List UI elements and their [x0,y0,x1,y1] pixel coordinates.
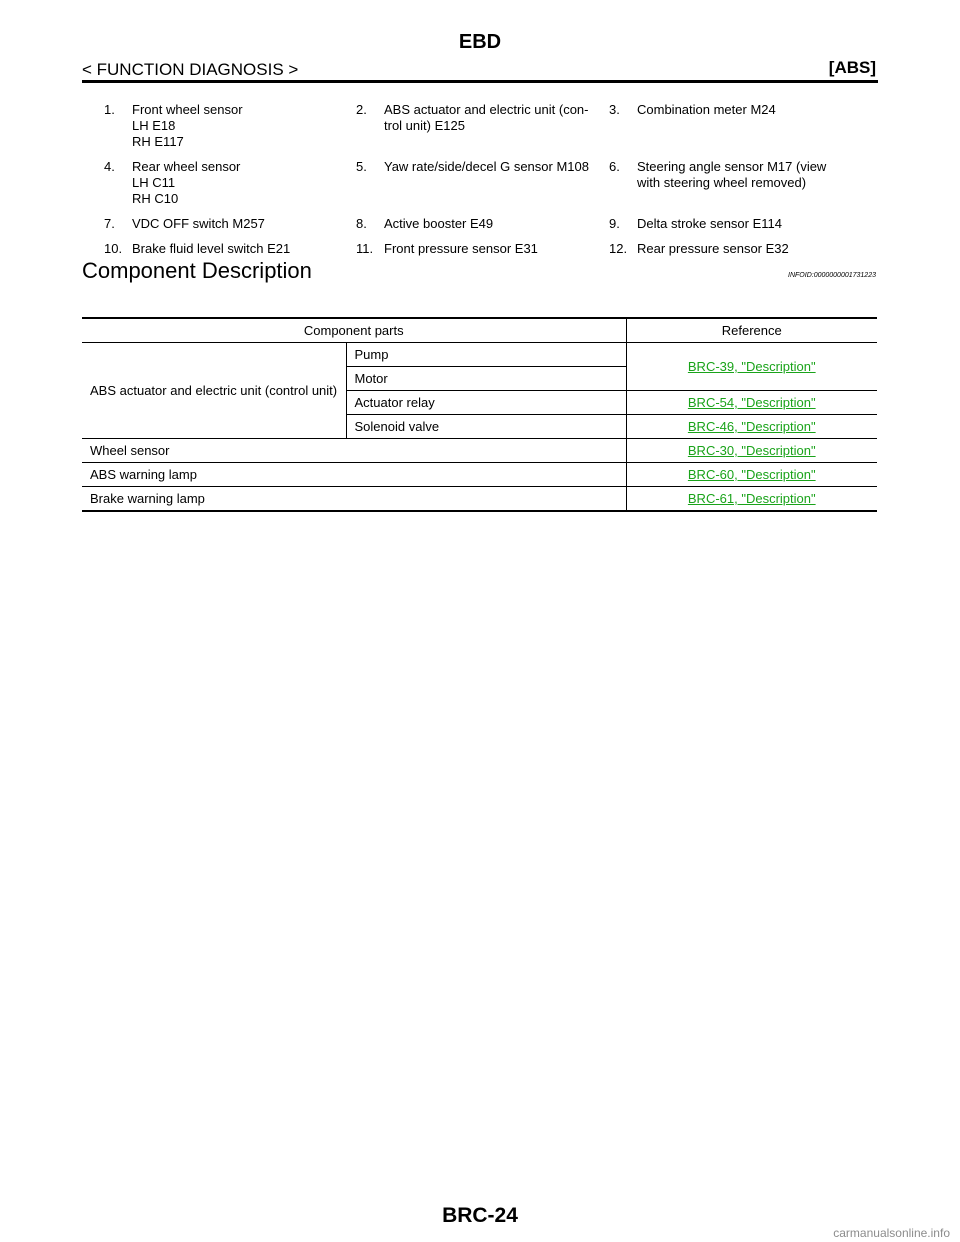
legend-text: Steering angle sensor M17 (view with ste… [637,159,860,207]
legend-item: 8. Active booster E49 [356,216,609,232]
legend-line: Delta stroke sensor E114 [637,216,782,231]
legend-number: 3. [609,102,620,117]
legend-text: Rear pressure sensor E32 [637,241,860,257]
legend-text: Active booster E49 [384,216,609,232]
legend-text: ABS actuator and electric unit (con- tro… [384,102,609,150]
legend-item: 7. VDC OFF switch M257 [104,216,356,232]
legend-line: with steering wheel removed) [637,175,807,190]
legend-text: Rear wheel sensor LH C11 RH C10 [132,159,356,207]
legend-text: Front wheel sensor LH E18 RH E117 [132,102,356,150]
legend-item: 10. Brake fluid level switch E21 [104,241,356,257]
legend-number: 10. [104,241,123,256]
part-cell: ABS warning lamp [82,462,627,487]
reference-link[interactable]: BRC-54, "Description" [687,395,816,410]
legend-line: LH E18 [132,118,176,133]
reference-link[interactable]: BRC-30, "Description" [687,443,816,458]
legend-item: 2. ABS actuator and electric unit (con- … [356,102,609,150]
legend-text: Front pressure sensor E31 [384,241,609,257]
legend-item: 4. Rear wheel sensor LH C11 RH C10 [104,159,356,207]
legend-number: 6. [609,159,620,174]
legend-line: LH C11 [132,175,176,190]
legend-item: 11. Front pressure sensor E31 [356,241,609,257]
legend-line: Yaw rate/side/decel G sensor M108 [384,159,589,174]
component-legend: 1. Front wheel sensor LH E18 RH E117 2. … [104,102,860,266]
legend-item: 1. Front wheel sensor LH E18 RH E117 [104,102,356,150]
page-number: BRC-24 [442,1204,518,1227]
legend-row: 7. VDC OFF switch M257 8. Active booster… [104,216,860,232]
part-cell: Motor [346,366,627,391]
legend-line: Front wheel sensor [132,102,243,117]
table-row: Solenoid valve BRC-46, "Description" [82,414,877,439]
legend-number: 5. [356,159,367,174]
reference-cell: BRC-46, "Description" [626,414,877,439]
legend-item: 3. Combination meter M24 [609,102,860,150]
legend-line: trol unit) E125 [384,118,465,133]
reference-cell: BRC-54, "Description" [626,390,877,415]
legend-number: 2. [356,102,367,117]
reference-link[interactable]: BRC-46, "Description" [687,419,816,434]
system-header: [ABS] [828,58,876,77]
part-cell: Solenoid valve [346,414,627,439]
legend-row: 10. Brake fluid level switch E21 11. Fro… [104,241,860,257]
table-header-row: Component parts Reference [82,317,877,343]
legend-line: Front pressure sensor E31 [384,241,538,256]
table-row: ABS warning lamp BRC-60, "Description" [82,462,877,487]
legend-number: 7. [104,216,115,231]
legend-item: 9. Delta stroke sensor E114 [609,216,860,232]
table-row: ABS actuator and electric unit (control … [82,342,877,439]
reference-cell: BRC-61, "Description" [626,486,877,512]
legend-line: RH E117 [132,134,184,149]
section-header: < FUNCTION DIAGNOSIS > [82,60,299,79]
reference-link[interactable]: BRC-61, "Description" [687,491,816,506]
component-table: Component parts Reference ABS actuator a… [82,317,877,512]
header-rule [82,80,878,83]
info-id: INFOID:0000000001731223 [788,272,876,279]
legend-row: 4. Rear wheel sensor LH C11 RH C10 5. Ya… [104,159,860,207]
legend-number: 8. [356,216,367,231]
reference-link[interactable]: BRC-60, "Description" [687,467,816,482]
legend-line: Steering angle sensor M17 (view [637,159,827,174]
legend-line: Combination meter M24 [637,102,776,117]
legend-text: Brake fluid level switch E21 [132,241,356,257]
part-cell: Brake warning lamp [82,486,627,512]
part-cell: Wheel sensor [82,438,627,463]
reference-cell: BRC-39, "Description" [626,342,877,391]
legend-number: 12. [609,241,628,256]
legend-text: Combination meter M24 [637,102,860,150]
legend-text: Yaw rate/side/decel G sensor M108 [384,159,609,207]
page-title: EBD [458,31,502,53]
legend-line: VDC OFF switch M257 [132,216,265,231]
part-cell: Actuator relay [346,390,627,415]
table-row: Actuator relay BRC-54, "Description" [82,390,877,415]
legend-row: 1. Front wheel sensor LH E18 RH E117 2. … [104,102,860,150]
reference-cell: BRC-60, "Description" [626,462,877,487]
legend-item: 6. Steering angle sensor M17 (view with … [609,159,860,207]
legend-item: 5. Yaw rate/side/decel G sensor M108 [356,159,609,207]
legend-item: 12. Rear pressure sensor E32 [609,241,860,257]
legend-line: Brake fluid level switch E21 [132,241,291,256]
abs-unit-cell: ABS actuator and electric unit (control … [82,342,347,439]
table-row: Brake warning lamp BRC-61, "Description" [82,486,877,512]
reference-link[interactable]: BRC-39, "Description" [687,359,816,374]
reference-cell: BRC-30, "Description" [626,438,877,463]
column-header-component: Component parts [82,317,627,343]
section-title: Component Description [82,258,312,283]
table-row: Wheel sensor BRC-30, "Description" [82,438,877,463]
watermark: carmanualsonline.info [833,1226,950,1240]
legend-text: Delta stroke sensor E114 [637,216,860,232]
legend-number: 11. [356,241,374,256]
legend-line: Active booster E49 [384,216,494,231]
legend-text: VDC OFF switch M257 [132,216,356,232]
legend-number: 4. [104,159,115,174]
column-header-reference: Reference [626,317,877,343]
legend-line: Rear wheel sensor [132,159,241,174]
table-row: Motor [82,366,877,391]
part-cell: Pump [346,342,627,367]
legend-number: 1. [104,102,115,117]
legend-line: Rear pressure sensor E32 [637,241,789,256]
legend-number: 9. [609,216,620,231]
legend-line: RH C10 [132,191,179,206]
legend-line: ABS actuator and electric unit (con- [384,102,589,117]
